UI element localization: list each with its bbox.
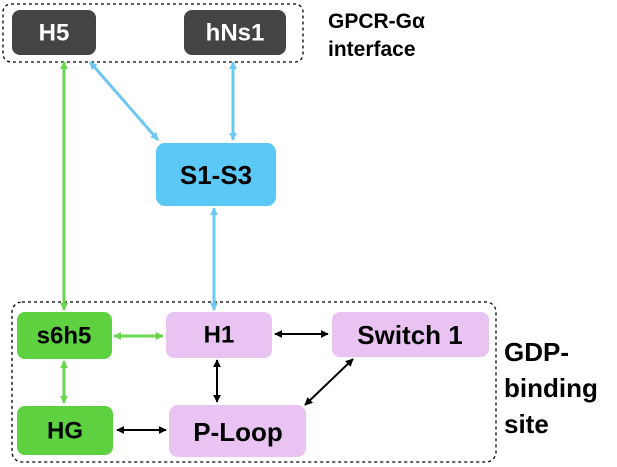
edge-h5-s1s3: [88, 61, 160, 141]
gpcr-region-label-line1: GPCR-Gα: [328, 10, 425, 33]
node-hns1-label: hNs1: [206, 20, 265, 47]
node-switch1[interactable]: Switch 1: [332, 312, 489, 357]
gdp-region-label-line1: GDP-: [504, 337, 569, 367]
node-s6h5-label: s6h5: [37, 323, 92, 350]
gpcr-region-label-line2: interface: [328, 38, 416, 61]
edge-switch1-ploop: [304, 358, 354, 406]
node-hg-label: HG: [47, 418, 83, 445]
node-h1-label: H1: [204, 322, 235, 349]
node-s1s3-label: S1-S3: [180, 160, 252, 190]
gdp-region-label-line3: site: [504, 409, 549, 439]
node-h5[interactable]: H5: [12, 10, 96, 55]
node-hg[interactable]: HG: [17, 406, 113, 455]
node-s1s3[interactable]: S1-S3: [156, 143, 276, 206]
node-s6h5[interactable]: s6h5: [17, 312, 112, 359]
node-ploop-label: P-Loop: [193, 417, 283, 447]
node-switch1-label: Switch 1: [357, 320, 462, 350]
node-ploop[interactable]: P-Loop: [169, 405, 306, 457]
gdp-binding-region: [11, 301, 497, 463]
node-h5-label: H5: [39, 20, 70, 47]
node-h1[interactable]: H1: [166, 312, 272, 358]
node-hns1[interactable]: hNs1: [184, 10, 286, 55]
gdp-region-label-line2: binding: [504, 373, 598, 403]
